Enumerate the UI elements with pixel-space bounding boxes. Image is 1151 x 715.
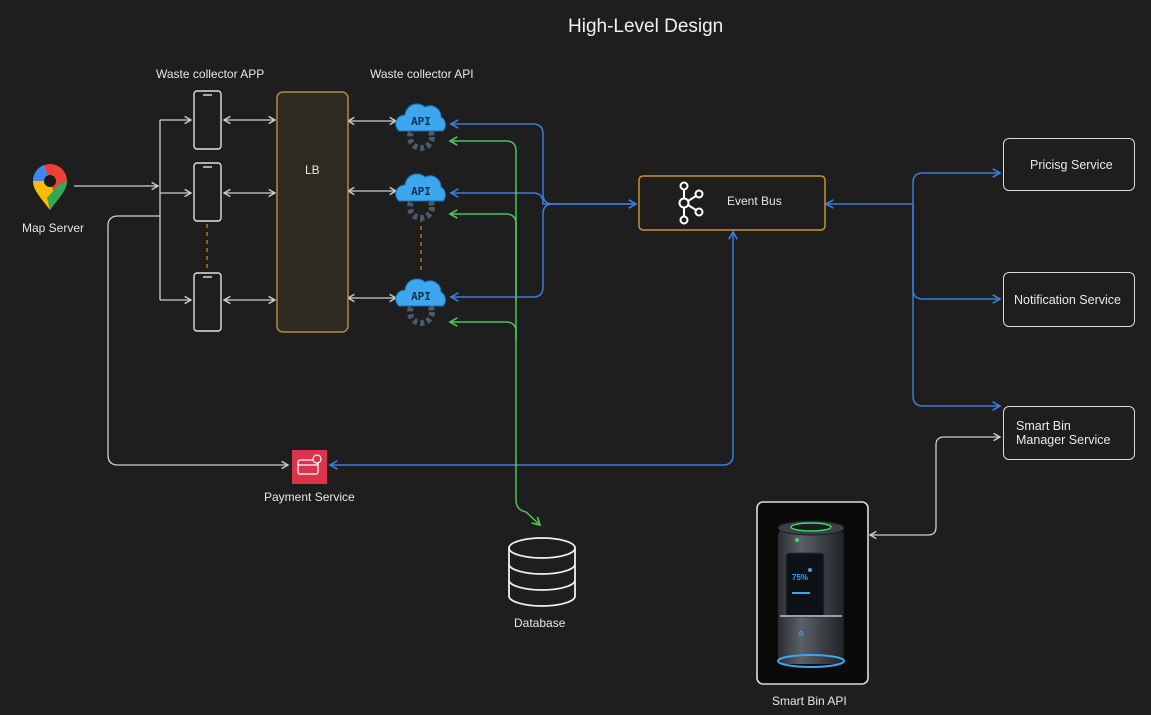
api-cloud-gear-icon-2 (395, 173, 446, 221)
smart-bin-manager-label-line1: Smart Bin (1016, 419, 1071, 433)
api-cloud-gear-icon-3 (395, 278, 446, 326)
api-cloud-gear-icon-1 (395, 103, 446, 151)
smart-bin-image: ♻ 75% (758, 503, 867, 683)
database-label: Database (514, 616, 566, 630)
api-badge-1: API (411, 115, 431, 128)
notification-service-box: Notification Service (1003, 272, 1135, 327)
smart-bin-api-label: Smart Bin API (772, 694, 847, 708)
kafka-icon (678, 181, 704, 225)
load-balancer (276, 91, 349, 333)
pricing-service-box: Pricisg Service (1003, 138, 1135, 191)
notification-service-label: Notification Service (1014, 292, 1121, 307)
svg-text:♻: ♻ (798, 630, 804, 638)
map-server-label: Map Server (22, 221, 85, 235)
api-badge-3: API (411, 290, 431, 303)
bin-level-text: 75% (792, 573, 808, 582)
smart-bin-manager-label-line2: Manager Service (1016, 433, 1111, 447)
diagram-title: High-Level Design (568, 16, 724, 37)
payment-card-icon (292, 450, 327, 484)
map-to-app-arrows (74, 115, 1002, 540)
phone-2 (193, 162, 222, 222)
database-arrows (448, 136, 542, 527)
lb-label: LB (305, 163, 320, 177)
database-icon (508, 537, 576, 607)
api-badge-2: API (411, 185, 431, 198)
smart-bin-manager-service-box: Smart Bin Manager Service (1003, 406, 1135, 460)
phone-1 (193, 90, 222, 150)
pricing-service-label: Pricisg Service (1030, 157, 1113, 172)
waste-collector-api-label: Waste collector API (370, 67, 474, 81)
google-maps-icon (32, 164, 67, 210)
event-bus-label: Event Bus (727, 194, 782, 208)
waste-collector-app-label: Waste collector APP (156, 67, 265, 81)
payment-service-label: Payment Service (264, 490, 355, 504)
smart-bin-frame (756, 501, 869, 685)
phone-3 (193, 272, 222, 332)
